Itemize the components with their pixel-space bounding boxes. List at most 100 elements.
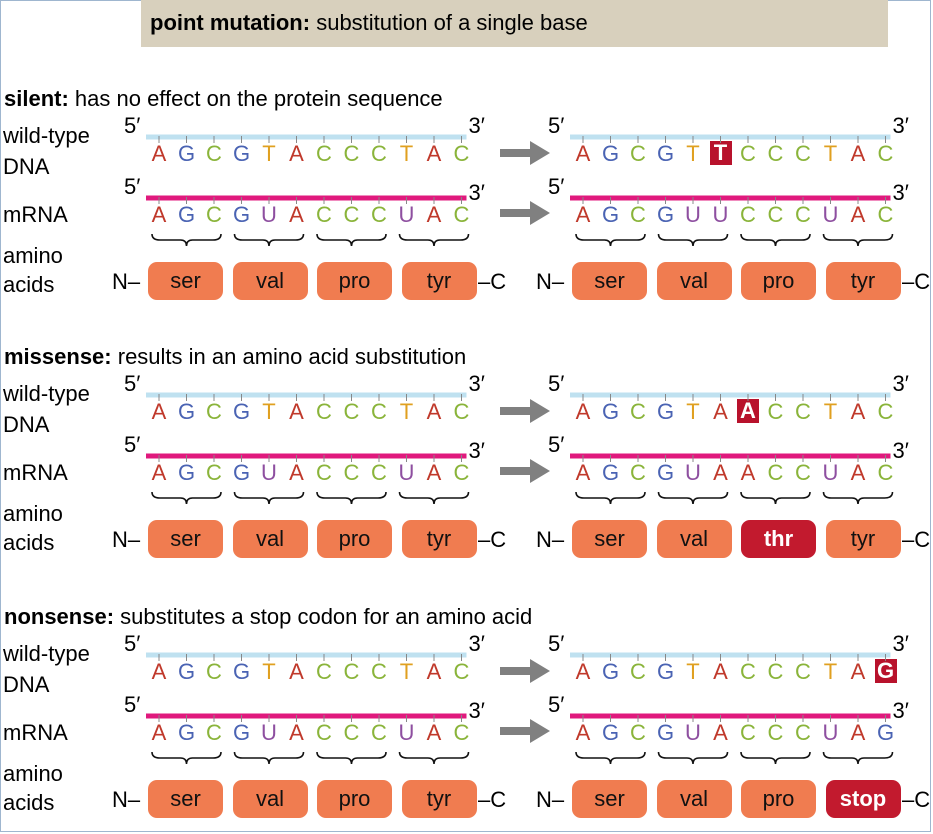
mrna-base: G	[656, 202, 675, 227]
dna-base: G	[656, 659, 675, 684]
dna-base: T	[262, 399, 276, 424]
dna-base: C	[795, 659, 811, 684]
mrna-base: C	[877, 460, 894, 485]
mrna-base: G	[232, 202, 251, 227]
mrna-base: C	[795, 460, 811, 485]
transition-arrow	[500, 201, 550, 225]
dna-base: A	[575, 659, 591, 684]
dna-base: T	[262, 659, 276, 684]
five-prime-label: 5′	[548, 174, 565, 199]
mrna-base: A	[850, 202, 866, 227]
five-prime-label: 5′	[124, 692, 141, 717]
amino-acid-thr: thr	[741, 520, 816, 558]
codon-brace	[575, 491, 646, 505]
five-prime-label: 5′	[124, 113, 141, 138]
mrna-base: U	[261, 202, 277, 227]
mrna-base: C	[767, 460, 784, 485]
mrna-base: C	[206, 460, 222, 485]
amino-acid-val: val	[656, 262, 732, 300]
codon-brace	[316, 491, 387, 505]
mrna-base: U	[685, 202, 701, 227]
mrna-base: A	[850, 720, 866, 745]
dna-base: A	[426, 399, 442, 424]
mrna-base: A	[289, 720, 304, 745]
dna-base: A	[737, 399, 759, 423]
mrna-base: G	[601, 460, 620, 485]
mrna-base: U	[822, 202, 839, 227]
dna-base: G	[601, 141, 620, 166]
transition-arrow	[500, 141, 550, 165]
row-label-dna-1: wild-type	[3, 641, 90, 666]
dna-base: C	[206, 659, 222, 684]
dna-base: G	[177, 399, 196, 424]
mrna-base: C	[316, 460, 332, 485]
mrna-base: C	[453, 460, 470, 485]
mrna-base: C	[343, 202, 360, 227]
dna-base: T	[823, 659, 838, 684]
dna-base: C	[795, 399, 811, 424]
amino-acid-tyr: tyr	[401, 262, 477, 300]
mrna-base: G	[177, 720, 196, 745]
codon-brace	[316, 233, 387, 247]
dna-base: T	[686, 141, 700, 166]
mrna-base: C	[767, 720, 784, 745]
dna-base: C	[316, 141, 332, 166]
dna-base: C	[316, 659, 332, 684]
c-terminus-label: –C	[902, 527, 931, 552]
mrna-base: G	[177, 202, 196, 227]
codon-brace	[151, 491, 222, 505]
codon-brace	[398, 233, 470, 247]
codon-brace	[398, 491, 470, 505]
dna-base: C	[453, 659, 470, 684]
codon-brace	[822, 491, 894, 505]
n-terminus-label: N–	[536, 787, 565, 812]
amino-acid-ser: ser	[572, 780, 647, 818]
dna-base: C	[630, 659, 646, 684]
amino-acid-pro: pro	[741, 780, 816, 818]
amino-acid-pro: pro	[317, 262, 392, 300]
dna-base: G	[232, 141, 251, 166]
mrna-base: C	[453, 202, 470, 227]
codon-brace	[151, 233, 222, 247]
mrna-base: U	[822, 460, 839, 485]
dna-base: C	[453, 141, 470, 166]
five-prime-label: 5′	[124, 174, 141, 199]
dna-base: C	[453, 399, 470, 424]
dna-base: T	[686, 399, 700, 424]
mrna-base: C	[453, 720, 470, 745]
section-description: substitutes a stop codon for an amino ac…	[114, 604, 533, 629]
three-prime-label: 3′	[468, 113, 485, 138]
three-prime-label: 3′	[892, 698, 909, 723]
mrna-base: U	[685, 460, 701, 485]
mrna-base: C	[316, 202, 332, 227]
row-label-mrna: mRNA	[3, 720, 68, 745]
amino-acid-ser: ser	[572, 520, 647, 558]
codon-brace	[233, 491, 305, 505]
section-term: missense:	[4, 344, 112, 369]
mrna-base: A	[289, 460, 304, 485]
dna-base: G	[232, 399, 251, 424]
section-title: silent: has no effect on the protein seq…	[4, 86, 443, 112]
mrna-base: G	[601, 202, 620, 227]
amino-acid-ser: ser	[572, 262, 647, 300]
amino-acid-pro: pro	[317, 520, 392, 558]
dna-base: T	[686, 659, 700, 684]
row-label-mrna: mRNA	[3, 202, 68, 227]
mrna-base: C	[630, 202, 646, 227]
codon-brace	[575, 233, 646, 247]
codon-brace	[657, 233, 729, 247]
mrna-base: C	[630, 720, 646, 745]
mrna-base: U	[685, 720, 701, 745]
dna-base: T	[823, 399, 838, 424]
row-label-dna-2: DNA	[3, 154, 50, 179]
mrna-base: C	[795, 720, 811, 745]
codon-brace	[151, 751, 222, 765]
five-prime-label: 5′	[548, 371, 565, 396]
mrna-base: U	[822, 720, 839, 745]
row-label-dna-1: wild-type	[3, 123, 90, 148]
mrna-base: U	[712, 202, 729, 227]
amino-acid-pro: pro	[741, 262, 816, 300]
mrna-base: A	[151, 460, 167, 485]
dna-base: A	[289, 141, 304, 166]
row-label-amino-2: acids	[3, 272, 55, 297]
